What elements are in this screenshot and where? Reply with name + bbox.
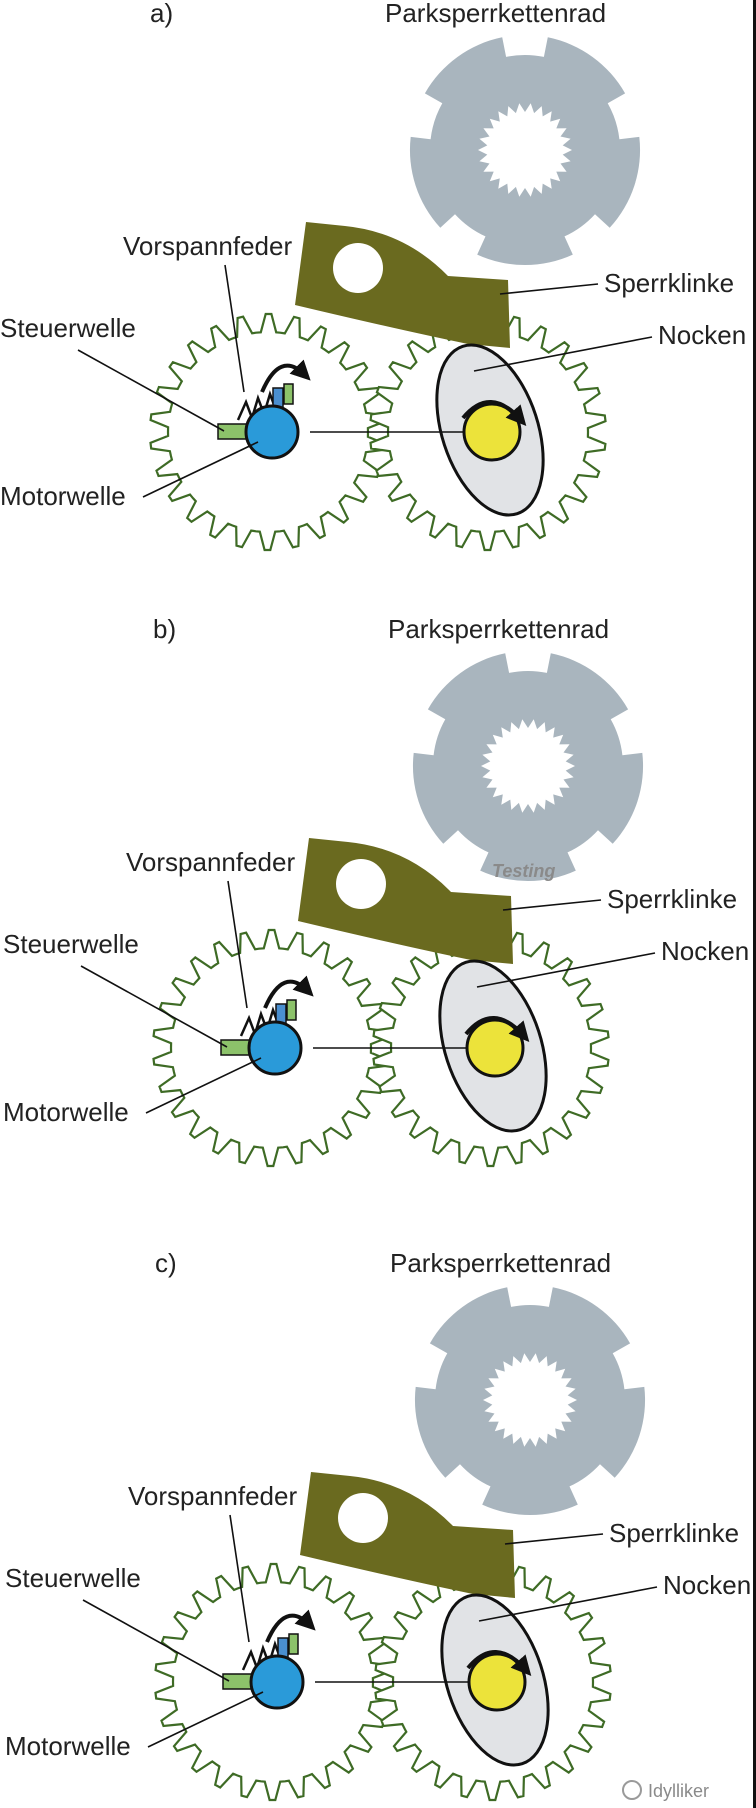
cam-rotation-arrow-icon bbox=[466, 1650, 532, 1676]
cam-label: Nocken bbox=[658, 320, 746, 350]
control-shaft-stop bbox=[288, 1633, 299, 1655]
pawl-label: Sperrklinke bbox=[607, 884, 737, 914]
control-shaft-leader bbox=[82, 1599, 230, 1682]
preload-spring-label: Vorspannfeder bbox=[126, 847, 295, 877]
pawl-leader bbox=[502, 899, 602, 911]
pawl-leader bbox=[499, 283, 599, 295]
preload-spring-leader bbox=[229, 1514, 250, 1643]
wechat-watermark: Idylliker bbox=[622, 1780, 709, 1801]
motor-shaft bbox=[249, 1654, 305, 1710]
motor-rotation-arrow-icon bbox=[265, 1609, 316, 1643]
motor-shaft-label: Motorwelle bbox=[3, 1097, 129, 1127]
pawl-pivot-hole bbox=[336, 859, 386, 909]
cam-rotation-arrow-icon bbox=[464, 1016, 530, 1042]
motor-rotation-arrow-icon bbox=[260, 359, 311, 393]
ratchet-wheel-label: Parksperrkettenrad bbox=[385, 0, 606, 28]
cam-leader bbox=[478, 1586, 658, 1622]
motor-rotation-arrow-icon bbox=[263, 975, 314, 1009]
cam-label: Nocken bbox=[661, 936, 749, 966]
motor-shaft-label: Motorwelle bbox=[0, 481, 126, 511]
parking-pawl bbox=[298, 838, 513, 964]
ratchet-wheel bbox=[412, 653, 644, 882]
panel-letter: c) bbox=[155, 1248, 177, 1278]
pawl-pivot-hole bbox=[333, 243, 383, 293]
motor-shaft bbox=[244, 404, 300, 460]
control-shaft-leader bbox=[77, 349, 225, 432]
panel-b: b) ParksperrkettenradVorspannfederSperrkl… bbox=[3, 614, 749, 1168]
panel-letter: a) bbox=[150, 0, 173, 28]
control-shaft-label: Steuerwelle bbox=[5, 1563, 141, 1593]
pawl-label: Sperrklinke bbox=[609, 1518, 739, 1548]
motor-shaft-leader bbox=[142, 441, 259, 498]
preload-spring-label: Vorspannfeder bbox=[128, 1481, 297, 1511]
control-shaft-stop bbox=[286, 999, 297, 1021]
control-shaft-leader bbox=[80, 965, 228, 1048]
wechat-icon bbox=[622, 1780, 642, 1800]
pawl-pivot-hole bbox=[338, 1493, 388, 1543]
control-shaft-label: Steuerwelle bbox=[3, 929, 139, 959]
motor-shaft-leader bbox=[147, 1691, 264, 1748]
right-edge-divider bbox=[753, 0, 756, 1808]
preload-spring-leader bbox=[224, 264, 245, 393]
motor-shaft bbox=[247, 1020, 303, 1076]
preload-spring-label: Vorspannfeder bbox=[123, 231, 292, 261]
panel-c: c) ParksperrkettenradVorspannfederSperrkl… bbox=[5, 1248, 751, 1802]
ratchet-wheel bbox=[414, 1287, 646, 1516]
wechat-watermark-text: Idylliker bbox=[648, 1781, 709, 1801]
panel-letter: b) bbox=[153, 614, 176, 644]
pawl-label: Sperrklinke bbox=[604, 268, 734, 298]
pawl-leader bbox=[504, 1533, 604, 1545]
control-shaft-label: Steuerwelle bbox=[0, 313, 136, 343]
ratchet-wheel-label: Parksperrkettenrad bbox=[390, 1248, 611, 1278]
ratchet-wheel bbox=[409, 37, 641, 266]
preload-spring-leader bbox=[227, 880, 248, 1009]
cam-label: Nocken bbox=[663, 1570, 751, 1600]
cam-leader bbox=[476, 952, 656, 988]
parking-pawl bbox=[295, 222, 510, 348]
testing-watermark: Testing bbox=[492, 861, 555, 881]
cam-leader bbox=[473, 336, 653, 372]
cam-rotation-arrow-icon bbox=[461, 400, 527, 426]
testing-watermark-text: Testing bbox=[492, 861, 555, 881]
motor-shaft-label: Motorwelle bbox=[5, 1731, 131, 1761]
control-shaft-stop bbox=[283, 383, 294, 405]
parking-pawl bbox=[300, 1472, 515, 1598]
ratchet-wheel-label: Parksperrkettenrad bbox=[388, 614, 609, 644]
motor-shaft-leader bbox=[145, 1057, 262, 1114]
panel-a: a) ParksperrkettenradVorspannfederSperrkl… bbox=[0, 0, 746, 552]
